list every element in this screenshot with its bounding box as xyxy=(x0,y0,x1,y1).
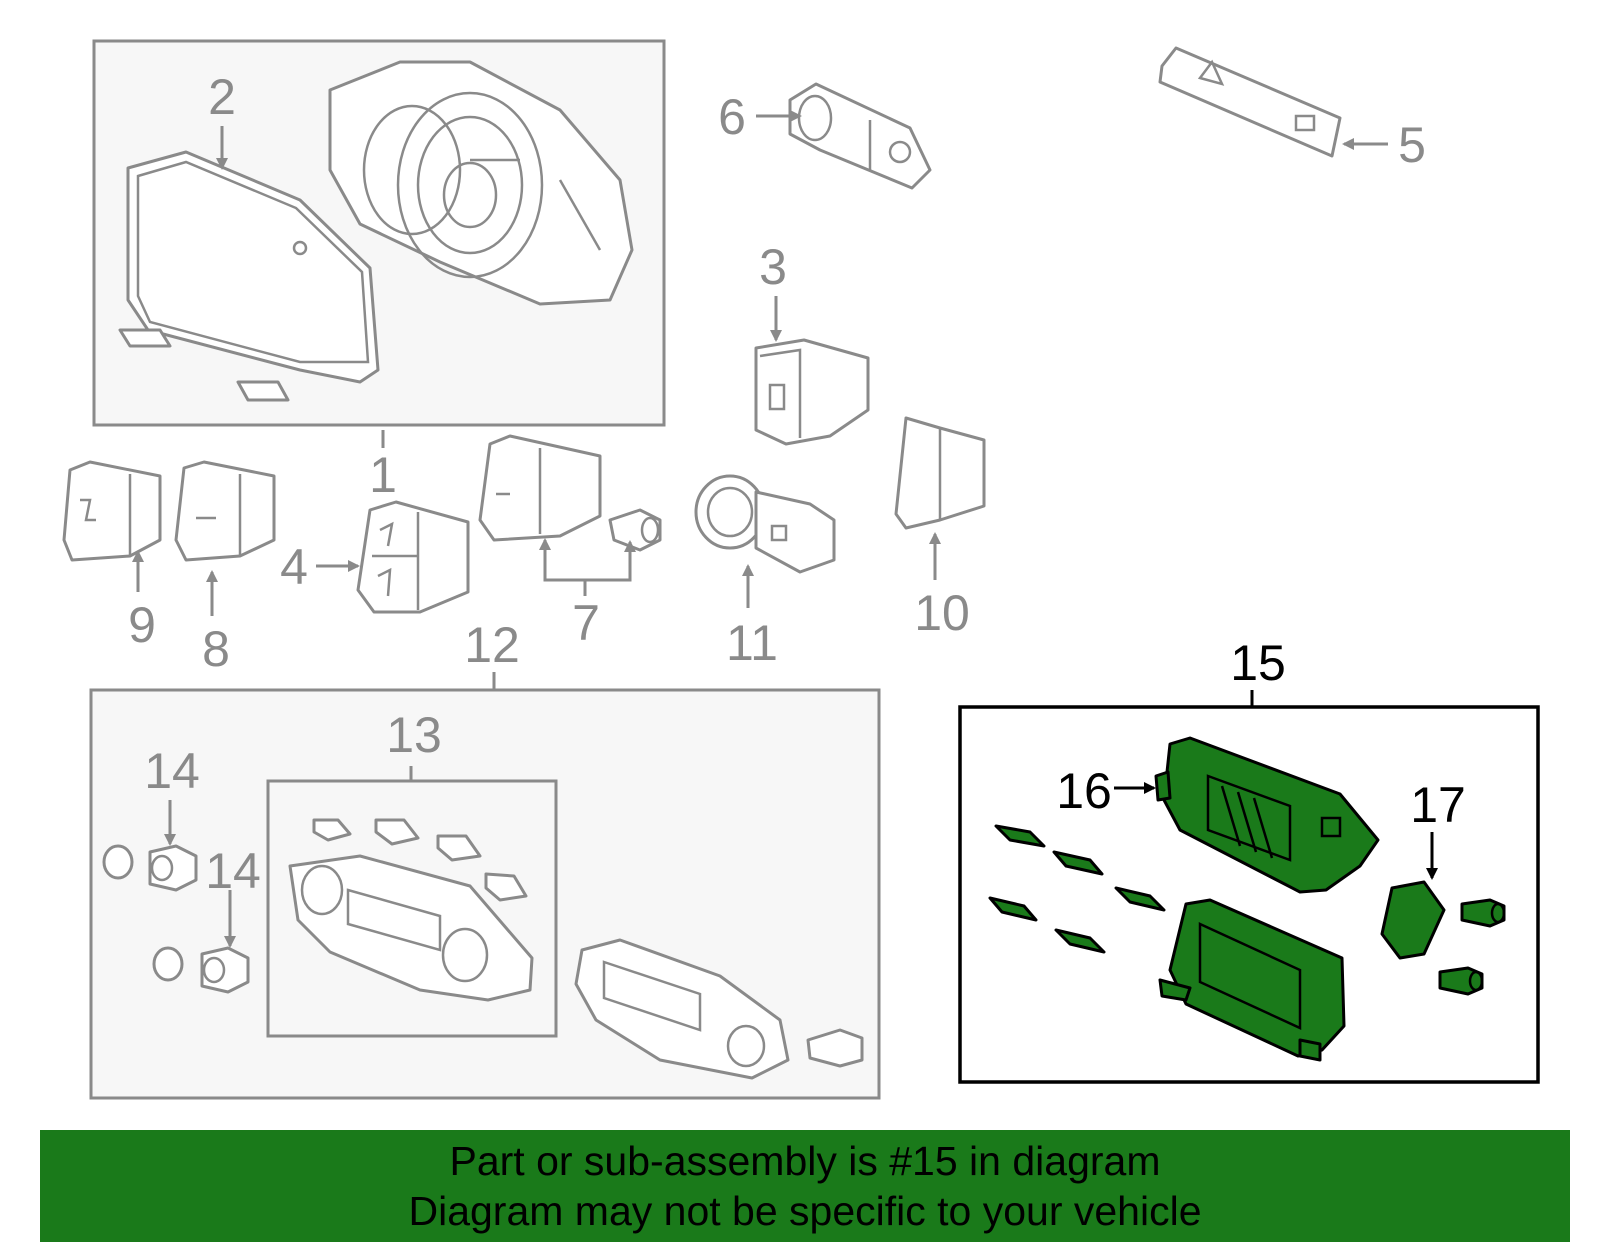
part-15-screw-lower xyxy=(1438,966,1484,996)
part-15-screen-unit xyxy=(1158,898,1346,1062)
part-12-heater-control xyxy=(574,938,864,1080)
meter-assembly-part xyxy=(328,60,634,306)
callout-16: 16 xyxy=(1056,763,1112,819)
banner-line-2: Diagram may not be specific to your vehi… xyxy=(408,1188,1202,1234)
callout-17: 17 xyxy=(1410,777,1466,833)
callout-10: 10 xyxy=(914,585,970,641)
callout-2: 2 xyxy=(208,69,236,125)
callout-6: 6 xyxy=(718,89,746,145)
part-3 xyxy=(754,338,870,446)
part-15-screw-upper xyxy=(1460,898,1506,928)
callout-14-lower: 14 xyxy=(205,843,261,899)
banner-line-1: Part or sub-assembly is #15 in diagram xyxy=(449,1138,1161,1184)
part-15-clips xyxy=(988,824,1166,954)
callout-8: 8 xyxy=(202,621,230,677)
part-14-knob-upper xyxy=(102,844,198,892)
notice-banner: Part or sub-assembly is #15 in diagram D… xyxy=(40,1130,1570,1242)
part-7 xyxy=(478,434,662,552)
part-16-display-panel xyxy=(1154,736,1380,894)
part-9 xyxy=(62,460,162,562)
meter-lens-part xyxy=(118,150,380,402)
part-5 xyxy=(1158,46,1342,158)
callout-3: 3 xyxy=(759,239,787,295)
callout-11: 11 xyxy=(726,615,778,671)
callout-9: 9 xyxy=(128,597,156,653)
part-14-knob-lower xyxy=(152,946,250,994)
part-13-panel xyxy=(288,818,534,1002)
part-10 xyxy=(894,416,986,530)
part-11 xyxy=(694,474,836,574)
callout-4: 4 xyxy=(280,539,308,595)
part-4 xyxy=(356,500,470,614)
callout-13: 13 xyxy=(386,707,442,763)
callout-12: 12 xyxy=(464,617,520,673)
part-17-bracket xyxy=(1380,880,1446,960)
callout-7: 7 xyxy=(572,595,600,651)
callout-1: 1 xyxy=(369,447,397,503)
callout-15: 15 xyxy=(1230,635,1286,691)
callout-14-upper: 14 xyxy=(144,743,200,799)
callout-5: 5 xyxy=(1398,117,1426,173)
part-8 xyxy=(174,460,276,562)
part-6 xyxy=(788,82,932,190)
